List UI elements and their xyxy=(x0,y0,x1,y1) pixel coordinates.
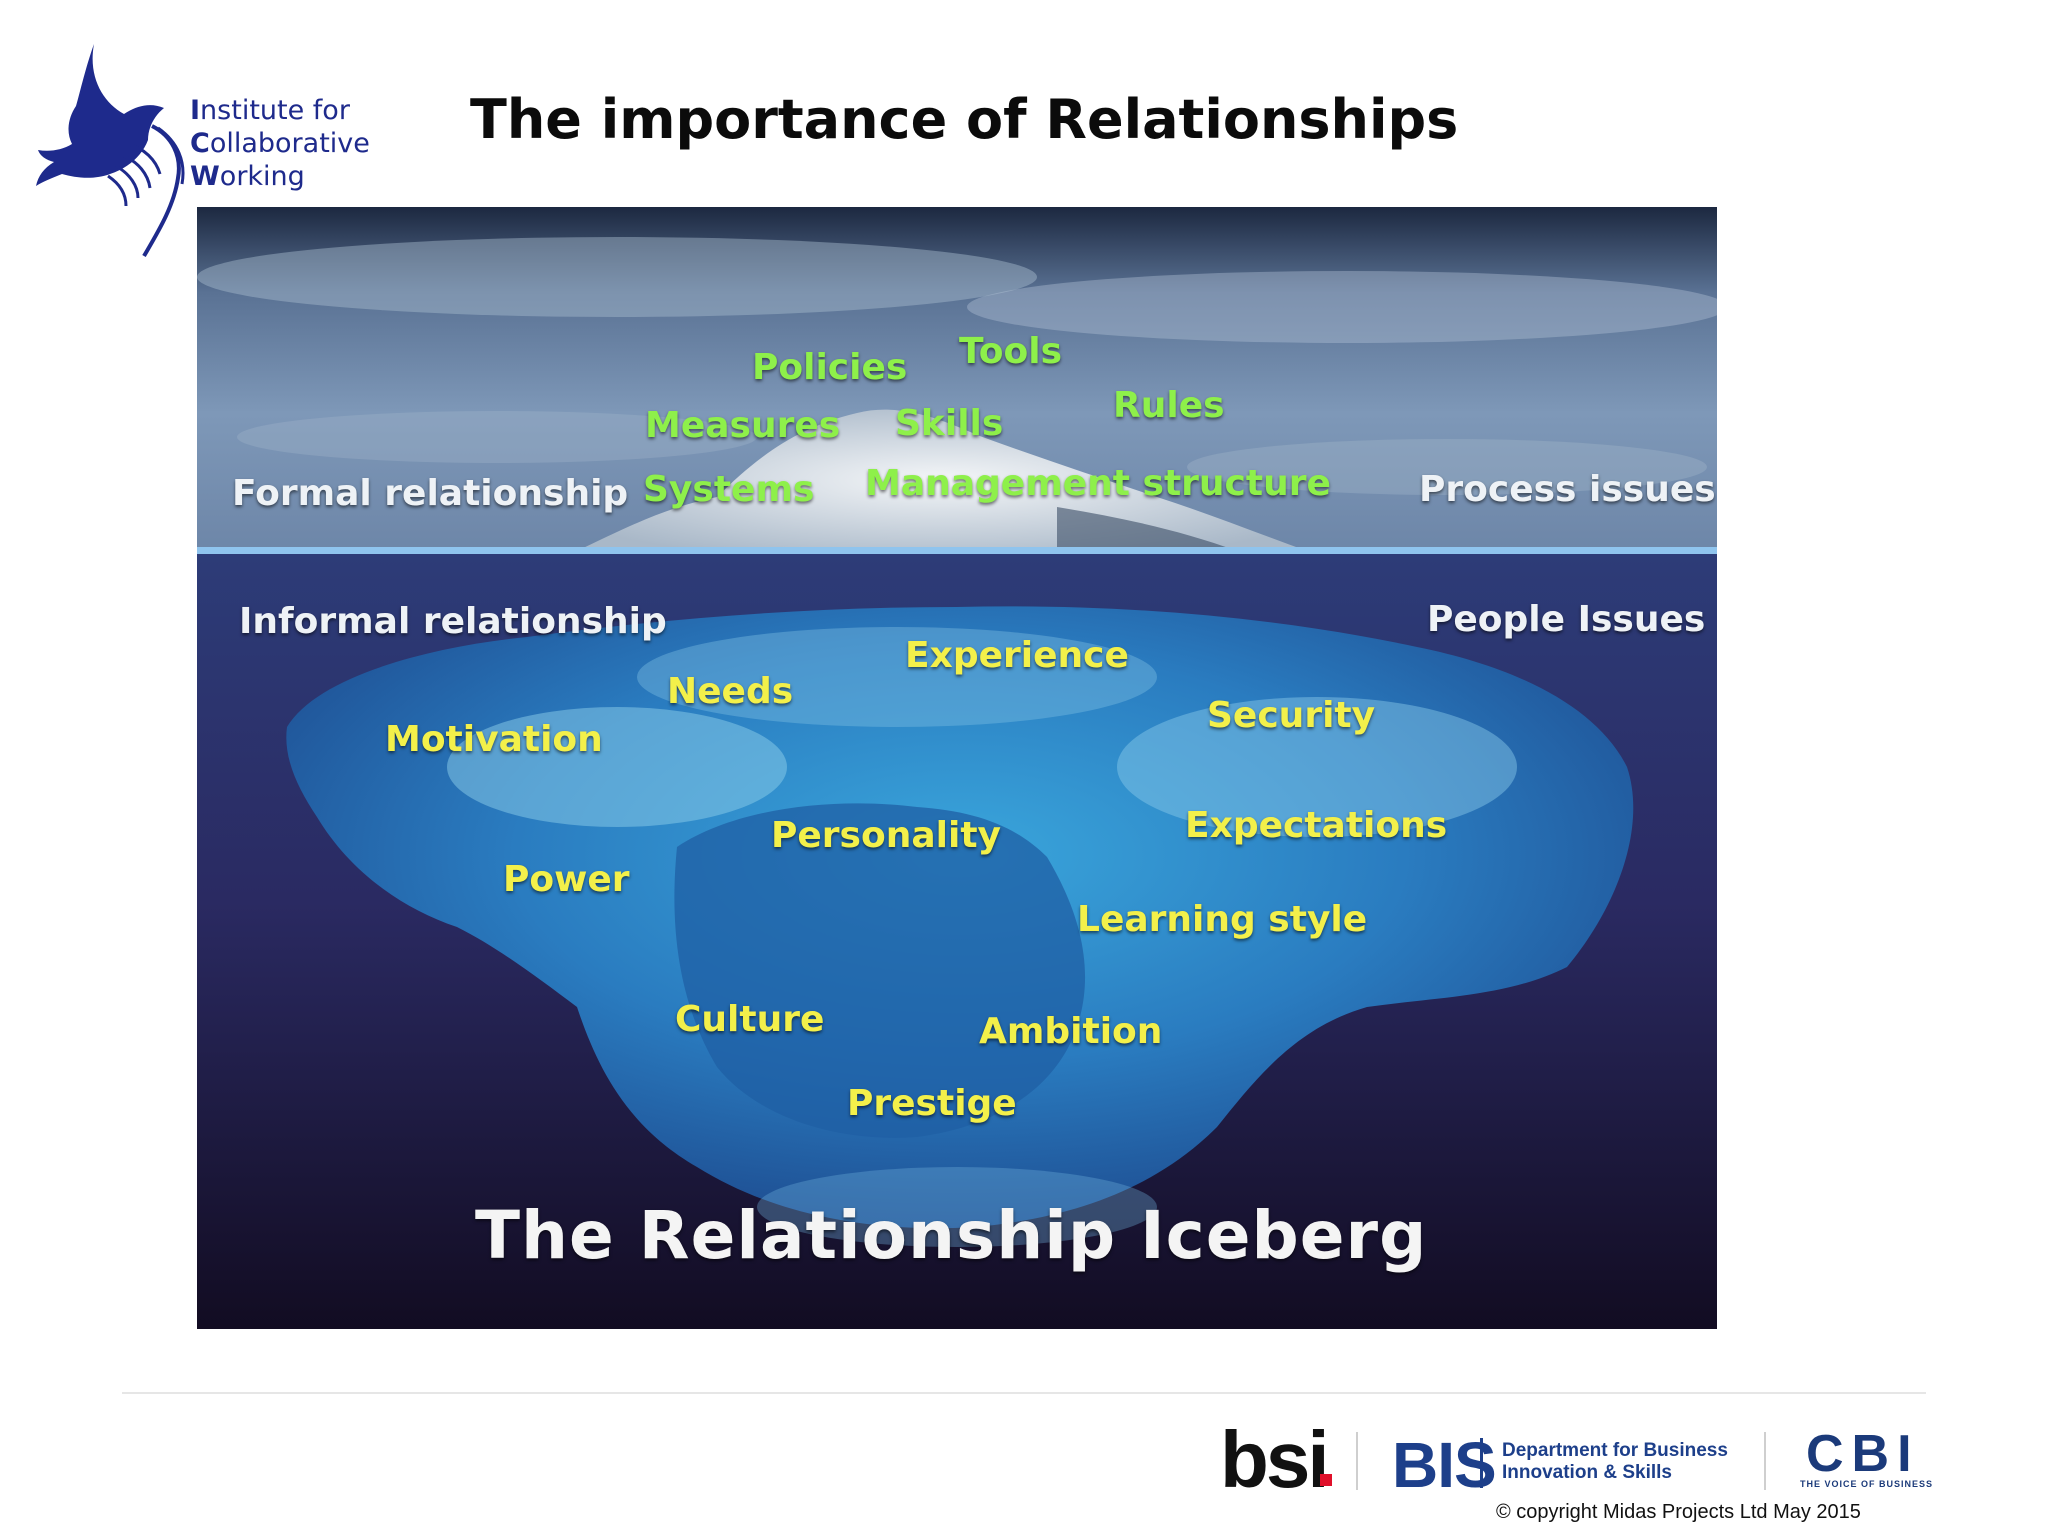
needs-label: Needs xyxy=(667,671,794,712)
skills-label: Skills xyxy=(895,403,1004,444)
prestige-label: Prestige xyxy=(847,1083,1017,1124)
logo-separator xyxy=(1356,1432,1358,1490)
bis-department-name: Department for Business Innovation & Ski… xyxy=(1502,1440,1728,1483)
slide-title: The importance of Relationships xyxy=(470,88,1459,151)
bis-logo: BIS xyxy=(1392,1429,1497,1501)
systems-label: Systems xyxy=(643,469,815,510)
rules-label: Rules xyxy=(1113,385,1225,426)
iceberg-illustration xyxy=(197,207,1717,1329)
measures-label: Measures xyxy=(645,405,841,446)
expectations-label: Expectations xyxy=(1185,805,1448,846)
bsi-logo: bsi xyxy=(1220,1415,1330,1504)
bis-logo-bar xyxy=(1480,1438,1483,1488)
logo-wordmark: Institute for Collaborative Working xyxy=(190,95,370,192)
experience-label: Experience xyxy=(905,635,1129,676)
culture-label: Culture xyxy=(675,999,825,1040)
iceberg-image: Formal relationship Process issues Polic… xyxy=(197,207,1717,1329)
cbi-tagline: THE VOICE OF BUSINESS xyxy=(1800,1479,1934,1489)
personality-label: Personality xyxy=(771,815,1001,856)
icw-logo: Institute for Collaborative Working xyxy=(32,36,372,266)
policies-label: Policies xyxy=(752,347,908,388)
management-structure-label: Management structure xyxy=(865,463,1331,504)
motivation-label: Motivation xyxy=(385,719,603,760)
informal-relationship-label: Informal relationship xyxy=(239,601,667,642)
copyright-notice: © copyright Midas Projects Ltd May 2015 xyxy=(1496,1501,1861,1523)
waterline xyxy=(197,547,1717,554)
iceberg-caption: The Relationship Iceberg xyxy=(475,1197,1428,1274)
footer-divider xyxy=(122,1392,1926,1394)
learning-style-label: Learning style xyxy=(1077,899,1368,940)
logo-separator xyxy=(1764,1432,1766,1490)
process-issues-label: Process issues xyxy=(1419,469,1716,510)
dove-icon xyxy=(36,44,185,258)
formal-relationship-label: Formal relationship xyxy=(232,473,629,514)
people-issues-label: People Issues xyxy=(1427,599,1706,640)
security-label: Security xyxy=(1207,695,1376,736)
tools-label: Tools xyxy=(959,331,1063,372)
bsi-logo-dot xyxy=(1320,1474,1332,1486)
power-label: Power xyxy=(503,859,630,900)
cbi-logo: CBI xyxy=(1806,1425,1920,1483)
ambition-label: Ambition xyxy=(979,1011,1163,1052)
